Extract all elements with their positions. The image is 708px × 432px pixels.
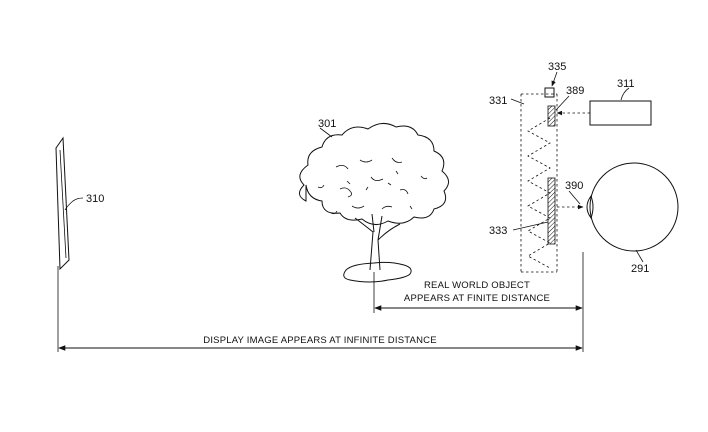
infinite-caption: DISPLAY IMAGE APPEARS AT INFINITE DISTAN… [203, 335, 436, 346]
output-point-ref-label: 390 [565, 180, 583, 192]
upper-reflector-leader-line [555, 95, 570, 111]
lower-reflector-leader-line [512, 221, 549, 231]
finite-caption-line2: APPEARS AT FINITE DISTANCE [404, 293, 550, 304]
display-ref-label: 310 [86, 193, 104, 205]
combiner-ref-label: 331 [489, 95, 507, 107]
combiner-leader-line [510, 98, 525, 105]
upper-reflector-ref-label: 389 [566, 85, 584, 97]
top-element-leader-line [551, 71, 558, 87]
tree-illustration [299, 123, 449, 283]
top-element-ref-label: 335 [548, 61, 566, 73]
projector-leader-line [620, 87, 630, 101]
projector-unit [589, 100, 652, 126]
projector-ref-label: 311 [617, 78, 635, 90]
output-point-leader-line [568, 190, 581, 205]
top-element [544, 87, 555, 98]
tree-ref-label: 301 [318, 118, 336, 130]
eye-leader-line [635, 249, 644, 263]
lower-reflector-ref-label: 333 [489, 225, 507, 237]
eye [586, 162, 679, 252]
display-panel [55, 136, 70, 271]
eye-ref-label: 291 [631, 263, 649, 275]
display-leader-line [64, 197, 84, 211]
finite-caption-line1: REAL WORLD OBJECT [424, 280, 530, 291]
upper-reflector [547, 105, 556, 127]
lower-reflector [547, 177, 556, 245]
tree-leader-line [319, 127, 333, 138]
